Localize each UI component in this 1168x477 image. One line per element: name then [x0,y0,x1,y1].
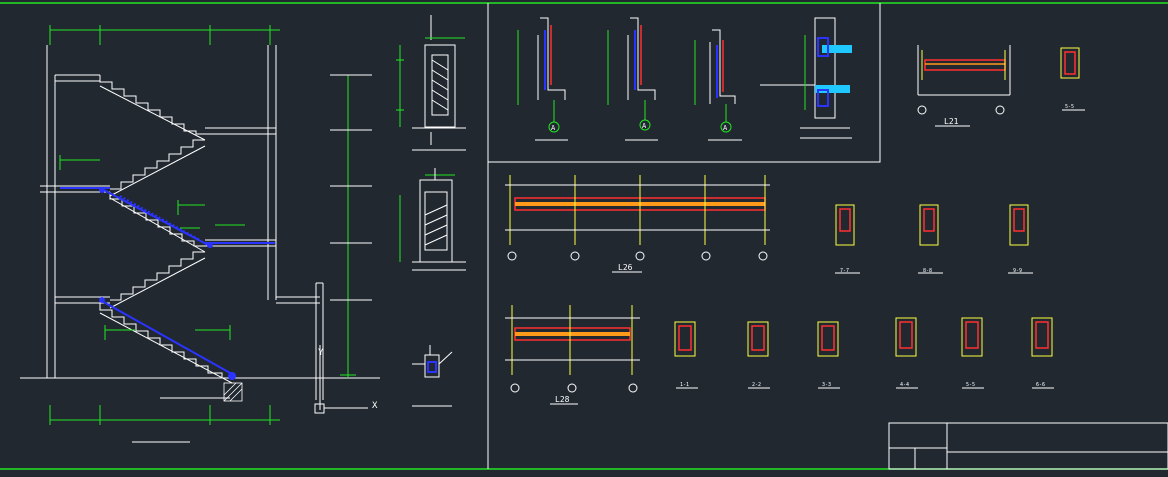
beam-l28-label: L28 [555,395,570,404]
sections-7-9: 7-7 8-8 9-9 [835,204,1033,274]
beam-l28-elevation: L28 [505,305,640,405]
small-node-detail [412,345,453,407]
section-3-3-label: 3-3 [822,382,831,388]
beam-l26-label: L26 [618,263,633,272]
axis-y-label: Y [318,348,324,358]
beam-l21-detail: L21 5-5 [917,45,1085,127]
section-1-1-label: 1-1 [680,382,689,388]
beam-l26-elevation: L26 [505,175,770,273]
section-6-6-label: 6-6 [1036,382,1045,388]
stair-plan-detail-top [412,15,466,151]
title-block [888,422,1168,470]
axis-x-label: X [372,401,378,411]
sections-1-6: 1-1 2-2 3-3 4-4 5-5 6-6 [674,317,1054,389]
section-2-2-label: 2-2 [752,382,761,388]
section-5-5-top-label: 5-5 [1065,104,1074,110]
section-7-7-label: 7-7 [840,268,849,274]
section-8-8-label: 8-8 [923,268,932,274]
detail-a-marker-3: A [723,124,728,132]
stair-section-view: Y X [20,25,380,443]
section-9-9-label: 9-9 [1013,268,1022,274]
section-5-5-label: 5-5 [966,382,975,388]
stair-plan-detail-bottom [412,168,466,271]
node-details: A A A [517,17,852,141]
panel-dividers [487,3,881,469]
detail-a-marker-2: A [642,122,647,130]
beam-l21-label: L21 [944,117,959,126]
detail-a-marker-1: A [551,124,556,132]
section-4-4-label: 4-4 [900,382,909,388]
